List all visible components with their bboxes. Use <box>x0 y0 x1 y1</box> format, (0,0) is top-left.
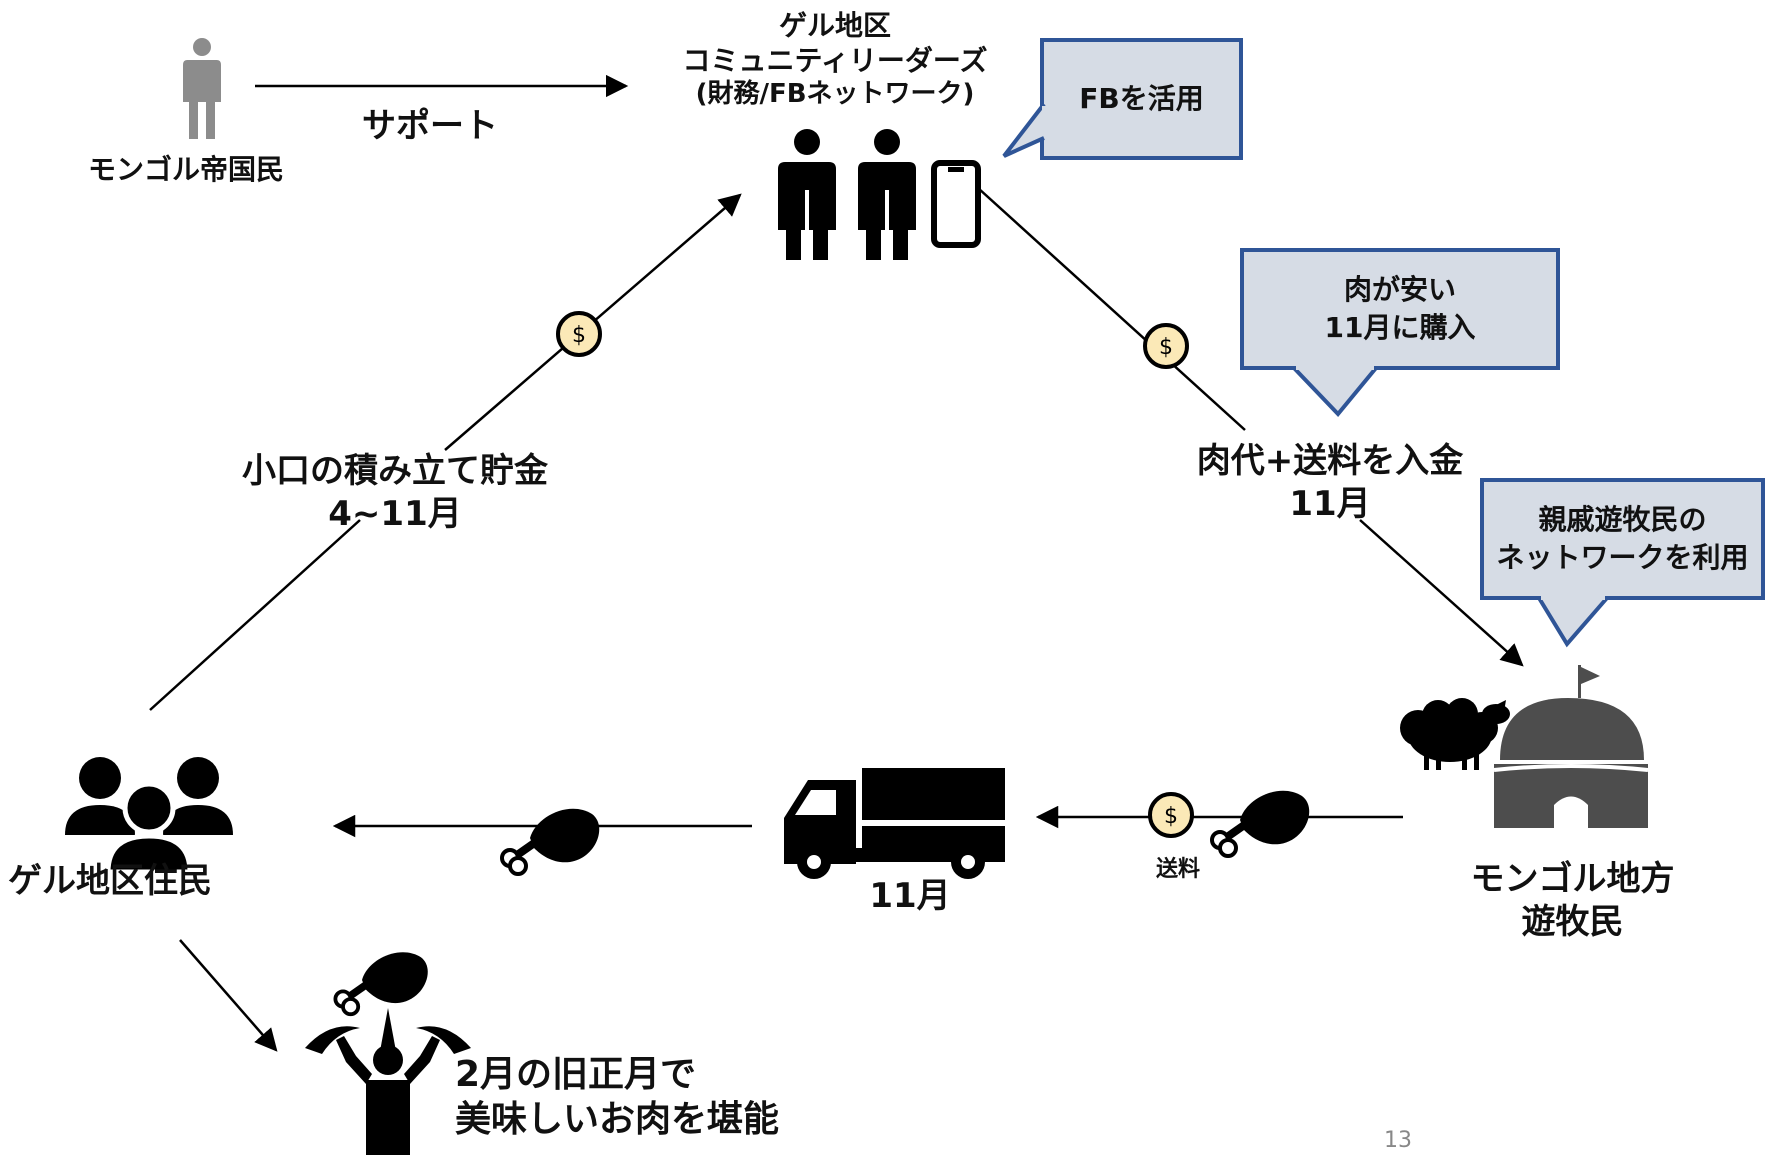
svg-text:$: $ <box>1164 804 1178 829</box>
callout-cheap-line-2: 11月に購入 <box>1324 311 1476 344</box>
nomads-line-1: モンゴル地方 <box>1470 859 1675 899</box>
leaders-line-3: (財務/FBネットワーク) <box>695 79 975 109</box>
smartphone-icon <box>931 160 981 248</box>
callout-cheap-line-1: 肉が安い <box>1343 273 1456 307</box>
label-truck-month: 11月 <box>869 876 951 916</box>
label-shipping: 送料 <box>1155 857 1200 882</box>
callout-relatives-line-2: ネットワークを利用 <box>1496 541 1749 574</box>
label-payment: 肉代+送料を入金 11月 <box>1175 440 1485 525</box>
arrow-to-celebration <box>179 939 278 1052</box>
connectors <box>149 74 1524 1052</box>
arrow-payment-upper <box>977 187 1246 431</box>
coin-icon-shipping: $ <box>1148 792 1194 838</box>
sheep-icon <box>1400 698 1510 770</box>
callout-fb: FBを活用 <box>1040 38 1243 160</box>
group-icon <box>65 757 233 875</box>
svg-text:$: $ <box>572 323 586 348</box>
callout-cheap-pointer <box>1292 364 1378 418</box>
nomads-line-2: 遊牧民 <box>1521 901 1624 942</box>
savings-line-1: 小口の積み立て貯金 <box>242 451 548 491</box>
callout-fb-pointer <box>1002 102 1048 158</box>
callout-relatives: 親戚遊牧民の ネットワークを利用 <box>1480 478 1765 600</box>
callout-fb-line-1: FBを活用 <box>1079 82 1204 116</box>
payment-line-1: 肉代+送料を入金 <box>1196 441 1464 481</box>
svg-text:$: $ <box>1159 335 1173 360</box>
label-savings: 小口の積み立て貯金 4~11月 <box>215 450 575 535</box>
leaders-line-2: コミュニティリーダーズ <box>682 44 988 77</box>
yurt-icon <box>1493 665 1649 828</box>
result-line-1: 2月の旧正月で <box>455 1054 697 1095</box>
label-ger-residents: ゲル地区住民 <box>8 861 212 901</box>
savings-line-2: 4~11月 <box>328 493 462 534</box>
payment-line-2: 11月 <box>1289 483 1371 524</box>
celebrating-person-icon <box>305 1008 471 1155</box>
callout-relatives-pointer <box>1537 594 1609 648</box>
person-gray-icon <box>183 38 221 139</box>
result-line-2: 美味しいお肉を堪能 <box>455 1099 780 1140</box>
arrow-savings-lower <box>149 519 361 711</box>
label-result: 2月の旧正月で 美味しいお肉を堪能 <box>455 1052 835 1142</box>
two-persons-icon <box>778 129 916 260</box>
leaders-line-1: ゲル地区 <box>778 9 891 42</box>
label-community-leaders: ゲル地区 コミュニティリーダーズ (財務/FBネットワーク) <box>630 8 1040 111</box>
callout-relatives-line-1: 親戚遊牧民の <box>1538 503 1707 537</box>
label-mongol-empire: モンゴル帝国民 <box>87 153 284 186</box>
meat-leg-icon-delivery <box>500 806 602 876</box>
coin-icon-savings: $ <box>556 311 602 357</box>
label-support: サポート <box>362 106 498 146</box>
label-nomads: モンゴル地方 遊牧民 <box>1450 858 1695 943</box>
page-number: 13 <box>1384 1128 1412 1153</box>
arrow-payment-lower <box>1359 519 1524 667</box>
coin-icon-payment: $ <box>1143 323 1189 369</box>
meat-leg-icon-celebration <box>333 950 430 1017</box>
callout-cheap: 肉が安い 11月に購入 <box>1240 248 1560 370</box>
meat-leg-icon-shipping <box>1210 788 1312 858</box>
truck-icon <box>784 768 1005 879</box>
